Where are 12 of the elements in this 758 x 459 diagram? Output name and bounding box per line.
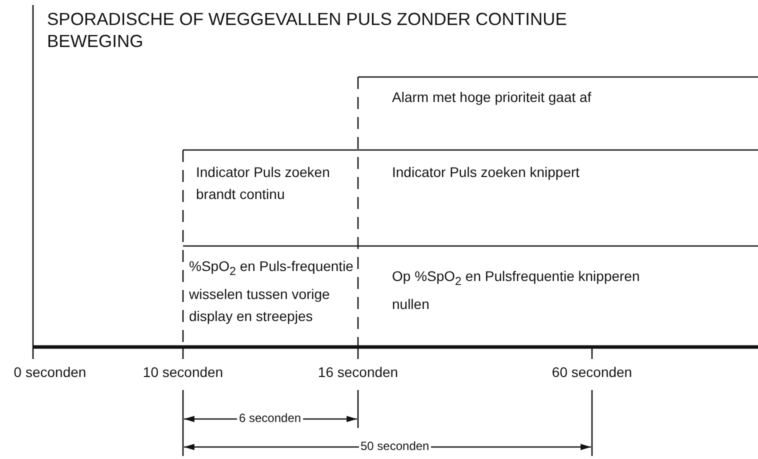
dimension-label: 6 seconden — [237, 411, 304, 425]
tick-label: 60 seconden — [550, 364, 634, 380]
diagram-title: SPORADISCHE OF WEGGEVALLEN PULS ZONDER CONTINUE BEWEGING — [47, 8, 567, 52]
dimension-label: 50 seconden — [358, 439, 432, 453]
state-description: Op %SpO$_{2}$ en Pulsfrequentie knipperen nullen — [392, 267, 641, 314]
state-description: %SpO$_{2}$ en Puls-frequentie wisselen tussen vorige display en streepjes — [189, 257, 354, 326]
state-description: Alarm met hoge prioriteit gaat af — [392, 88, 592, 107]
tick-label: 16 seconden — [316, 364, 400, 380]
tick-label: 10 seconden — [142, 364, 224, 380]
state-description: Indicator Puls zoeken brandt continu — [196, 163, 331, 204]
state-description: Indicator Puls zoeken knippert — [392, 163, 581, 182]
tick-label: 0 seconden — [12, 364, 88, 380]
